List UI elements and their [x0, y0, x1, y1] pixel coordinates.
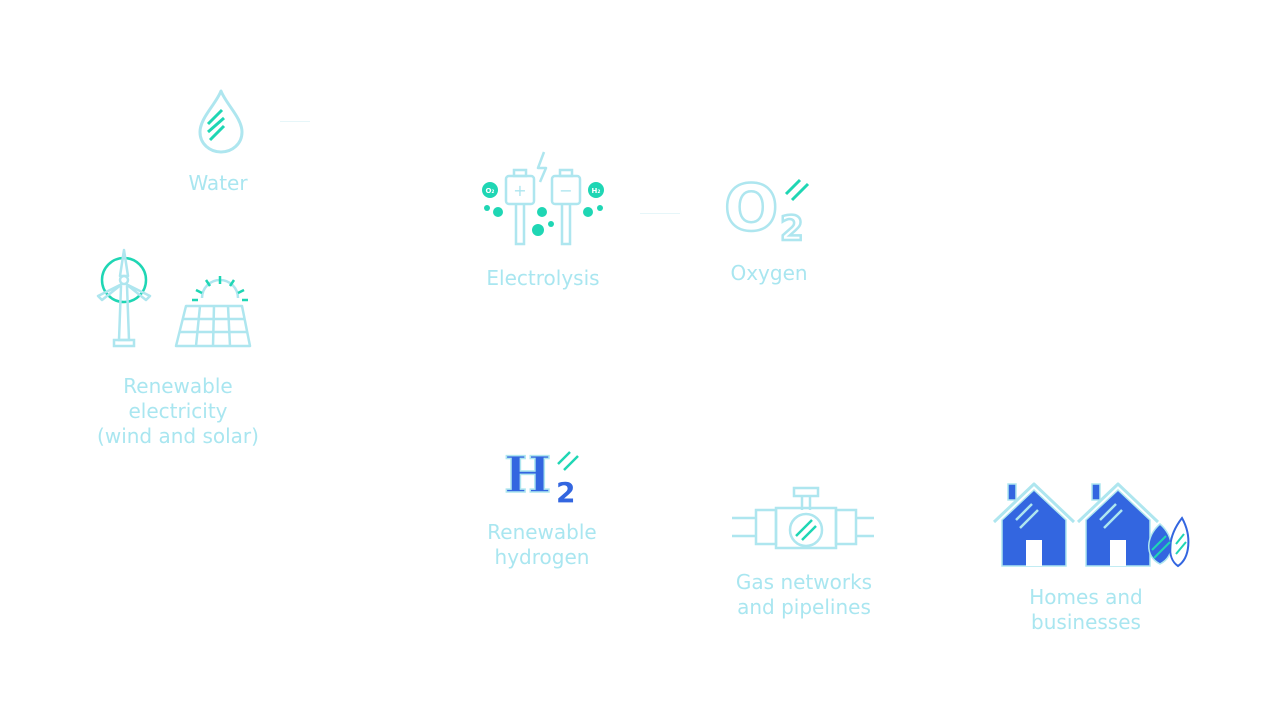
electrolysis-label: Electrolysis	[486, 266, 600, 290]
o2-letter: O	[724, 172, 778, 244]
hydrogen-h2-icon: H 2	[503, 446, 579, 506]
pipeline-valve-icon	[732, 486, 874, 550]
renewable-hydrogen-label-line-1: Renewable	[487, 520, 597, 544]
renewable-electricity-label-line-3: (wind and solar)	[97, 424, 259, 448]
water-label: Water	[188, 171, 248, 195]
small-o2-label: O₂	[485, 187, 494, 195]
connector-electrolysis-oxygen	[640, 213, 680, 214]
gas-networks-label-line-2: and pipelines	[737, 595, 871, 619]
houses-leaf-icon	[992, 482, 1190, 568]
electrode-plus-sign: +	[513, 181, 526, 200]
small-h2-label: H₂	[592, 187, 601, 195]
oxygen-label: Oxygen	[730, 261, 808, 285]
homes-label: Homes and businesses	[996, 585, 1176, 635]
wind-turbine-icon	[96, 248, 152, 348]
renewable-electricity-label-line-2: electricity	[128, 399, 228, 423]
solar-panel-icon	[174, 276, 252, 348]
h2-subscript: 2	[556, 476, 575, 506]
water-drop-icon	[198, 89, 244, 154]
o2-subscript: 2	[780, 209, 804, 244]
homes-label-line-2: businesses	[1031, 610, 1141, 634]
homes-label-line-1: Homes and	[1029, 585, 1143, 609]
connector-water-electrolysis	[280, 121, 310, 122]
gas-networks-label: Gas networks and pipelines	[714, 570, 894, 620]
electrolysis-icon: + − O₂ H₂	[482, 151, 604, 246]
renewable-hydrogen-label: Renewable hydrogen	[462, 520, 622, 570]
gas-networks-label-line-1: Gas networks	[735, 570, 873, 594]
h2-letter: H	[504, 446, 551, 504]
electrode-minus-sign: −	[559, 181, 572, 200]
oxygen-o2-icon: O 2	[723, 172, 810, 244]
renewable-electricity-label: Renewable electricity (wind and solar)	[78, 374, 278, 449]
renewable-electricity-label-line-1: Renewable	[123, 374, 233, 398]
renewable-hydrogen-label-line-2: hydrogen	[494, 545, 590, 569]
